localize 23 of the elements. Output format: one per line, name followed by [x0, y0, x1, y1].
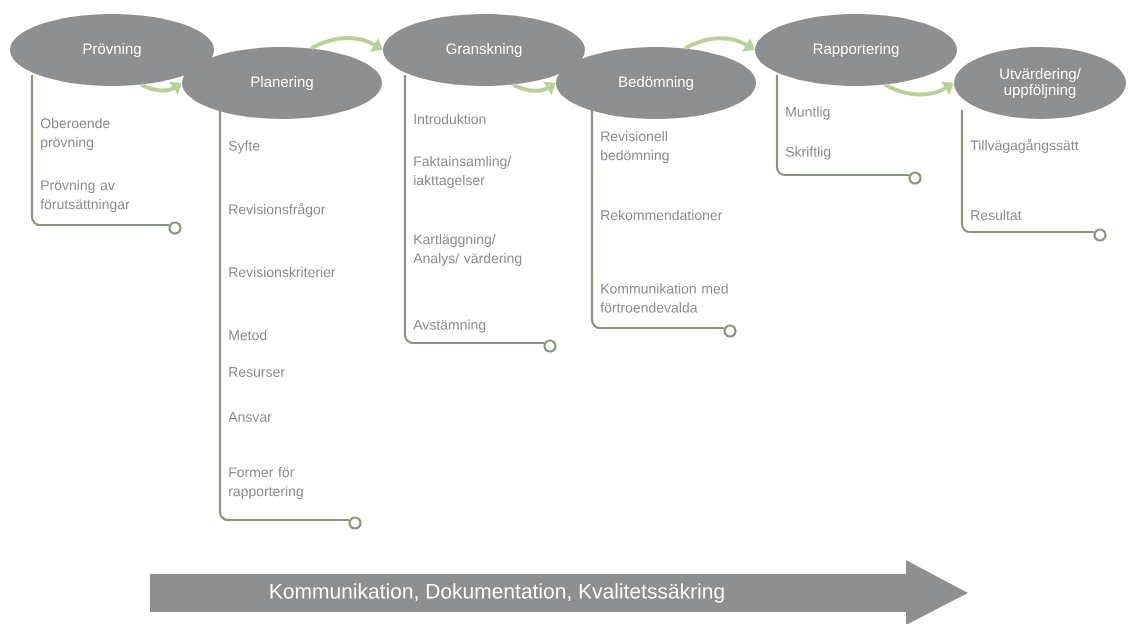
arrow: [310, 36, 383, 52]
list-item: Revisionell bedömning: [601, 130, 669, 163]
list-item: Kartläggning/ Analys/ värdering: [413, 233, 522, 266]
list-item: Oberoende prövning: [40, 117, 110, 150]
list-item: Resurser: [229, 367, 285, 377]
list-item: Former för rapportering: [229, 467, 303, 499]
list-item: Introduktion: [414, 113, 486, 125]
list-item: Syfte: [228, 140, 260, 154]
list-item: Kommunikation med förtroendevalda: [600, 283, 728, 313]
list-item: Skriftlig: [785, 146, 831, 160]
list-item: Revisionsfrågor: [229, 202, 326, 218]
arrow: [884, 81, 954, 97]
list-item: Avstämning: [413, 319, 486, 333]
list-item: Revisionskriterier: [229, 266, 336, 278]
list-item: Tillvägagångssätt: [970, 138, 1079, 154]
list-item: Ansvar: [228, 412, 272, 422]
list-item: Rekommendationer: [601, 209, 723, 221]
list-item: Resultat: [971, 209, 1022, 221]
list-item: Metod: [229, 329, 267, 341]
list-item: Prövning av förutsättningar: [40, 179, 130, 212]
list-item: Muntlig: [786, 106, 830, 120]
arrow: [684, 36, 755, 52]
list-item: Faktainsamling/ iakttagelser: [414, 155, 512, 188]
